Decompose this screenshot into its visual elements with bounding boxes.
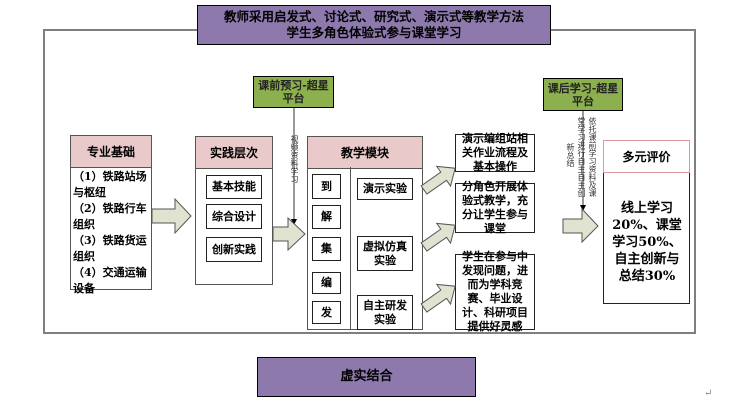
foundation-list: （1）铁路站场与枢纽 （2）铁路行车组织 （3）铁路货运组织 （4）交通运输设备 (71, 168, 151, 298)
foundation-item: （1）铁路站场与枢纽 (73, 170, 147, 199)
post-class-platform: 平台 (572, 94, 594, 108)
foundation-panel: 专业基础 （1）铁路站场与枢纽 （2）铁路行车组织 （3）铁路货运组织 （4）交… (70, 135, 152, 295)
outcome-inspiration: 学生在参与中发现问题，进而为学科竞赛、毕业设计、科研项目提供好灵感 (455, 250, 535, 333)
arrow-to-outcome-role-play (420, 222, 456, 252)
arrow-to-outcome-demo (420, 165, 456, 195)
step-jie: 解 (312, 205, 341, 229)
foundation-item: （4）交通运输设备 (73, 266, 147, 295)
module-virtual: 虚拟仿真实验 (357, 236, 413, 271)
arrow-to-outcome-inspiration (420, 283, 456, 313)
post-class-box: 课后学习-超星 平台 (543, 78, 623, 111)
paragraph-mark: ↵ (704, 388, 713, 399)
step-ji: 集 (312, 237, 341, 261)
arrow-practice-to-teaching (272, 216, 306, 252)
pre-class-box: 课前预习-超星 平台 (253, 76, 334, 108)
arrow-foundation-to-practice (151, 197, 192, 235)
footer-banner: 虚实结合 (257, 357, 476, 397)
evaluation-body: 线上学习20%、课堂学习50%、自主创新与总结30% (612, 201, 682, 284)
post-class-title: 课后学习-超星 (547, 81, 619, 95)
step-dao: 到 (312, 174, 341, 199)
outcome-demo: 演示编组站相关作业流程及基本操作 (455, 132, 535, 173)
evaluation-title: 多元评价 (603, 140, 690, 173)
practice-item-basic: 基本技能 (206, 175, 262, 199)
practice-item-design: 综合设计 (206, 204, 262, 229)
header-banner: 教师采用启发式、讨论式、研究式、演示式等教学方法 学生多角色体验式参与课堂学习 (197, 5, 551, 45)
post-class-note-1: 依托课前学习资料及课 (588, 117, 597, 197)
module-self-dev: 自主研发实验 (357, 295, 413, 330)
step-bian: 编 (312, 272, 341, 294)
outcome-role-play: 分角色开展体验式教学，充分让学生参与课堂 (455, 180, 535, 235)
post-class-note-3: 新总结 (566, 143, 575, 167)
footer-label: 虚实结合 (340, 369, 393, 384)
teaching-title: 教学模块 (308, 137, 422, 169)
post-class-note-2: 堂学习进行自主自主创 (577, 117, 586, 197)
foundation-item: （2）铁路行车组织 (73, 202, 147, 231)
pre-class-title: 课前预习-超星 (258, 79, 329, 92)
header-line2: 学生多角色体验式参与课堂学习 (286, 25, 462, 40)
arrow-to-evaluation (562, 207, 599, 244)
practice-item-innovation: 创新实践 (206, 237, 262, 262)
foundation-title: 专业基础 (71, 136, 151, 168)
foundation-item: （3）铁路货运组织 (73, 234, 147, 263)
module-demo: 演示实验 (357, 178, 413, 200)
step-fa: 发 (312, 301, 341, 324)
practice-title: 实践层次 (196, 137, 272, 169)
header-line1: 教师采用启发式、讨论式、研究式、演示式等教学方法 (223, 9, 524, 24)
teaching-divider (350, 167, 351, 330)
pre-class-platform: 平台 (282, 92, 305, 105)
